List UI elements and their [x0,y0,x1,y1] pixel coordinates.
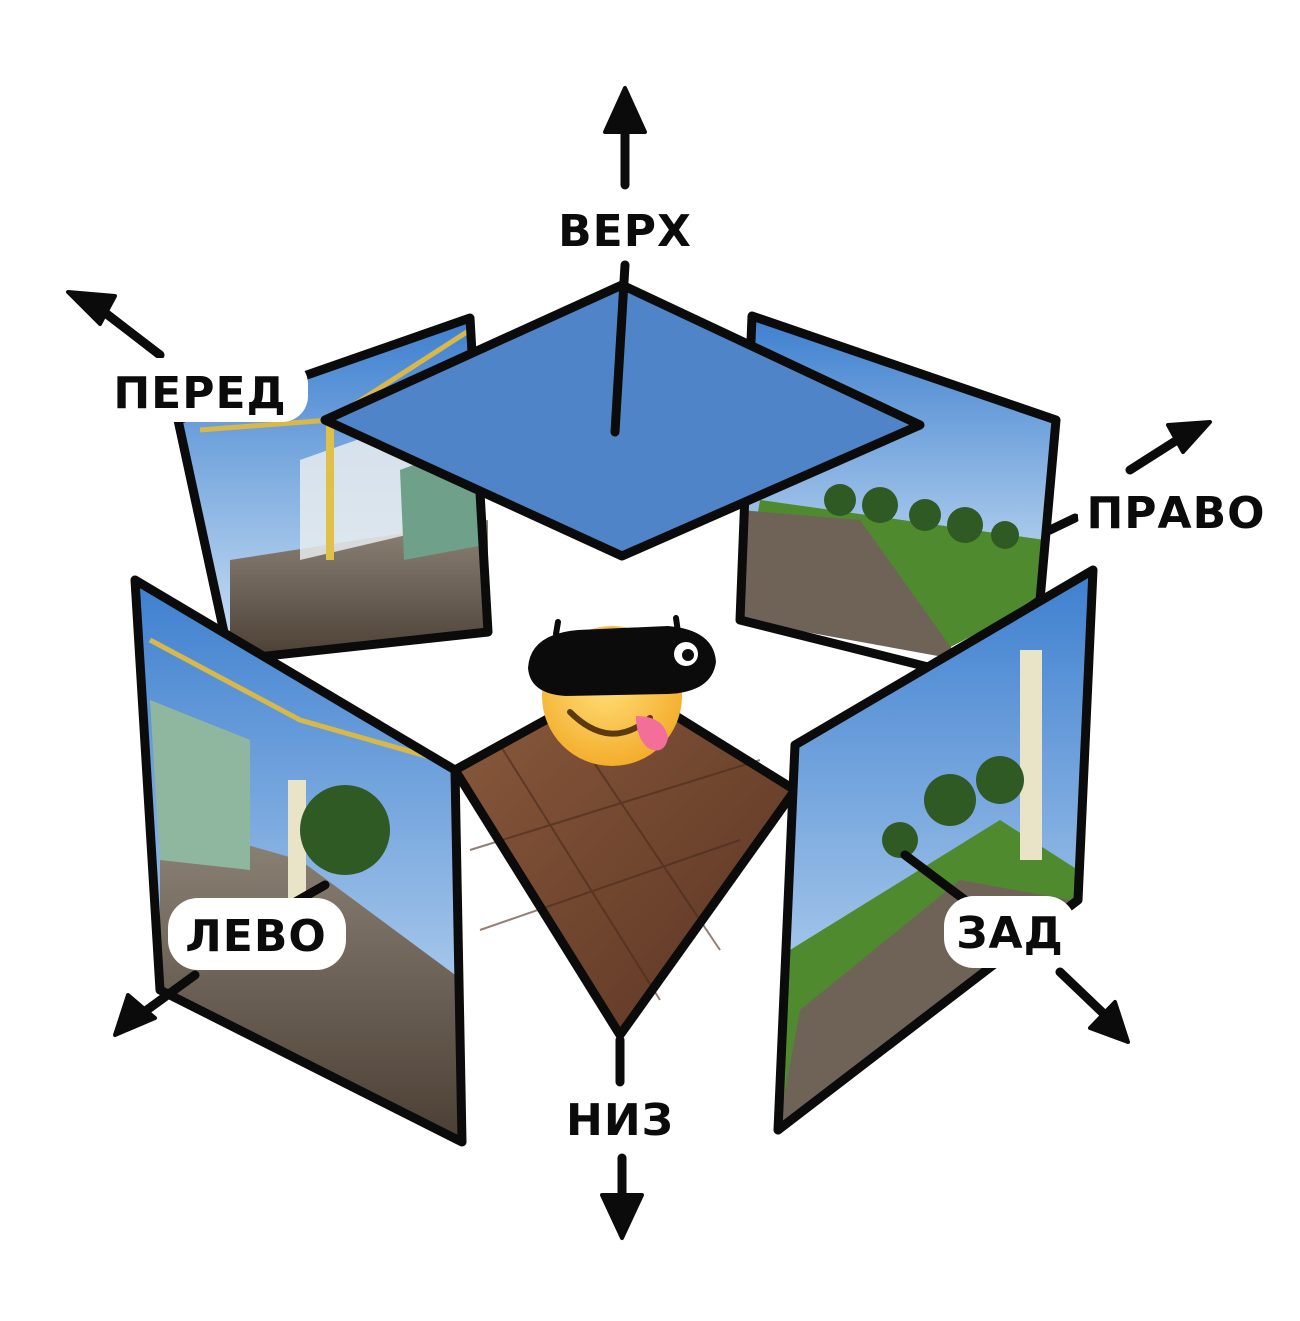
right-axis-line [1045,513,1080,535]
label-top: ВЕРХ [558,206,692,257]
up-axis-line [610,260,630,437]
avatar [528,615,716,766]
cap-icon [528,615,716,696]
label-right: ПРАВО [1086,488,1265,539]
down-arrowhead-icon [600,1193,644,1240]
label-back: ЗАД [956,908,1064,959]
label-bottom-group: НИЗ [556,1090,682,1150]
right-arrowhead-icon [1166,420,1212,454]
back-arrowhead-icon [1088,1000,1130,1044]
label-front-group: ПЕРЕД [98,358,308,422]
left-face-panel [130,575,467,1147]
label-bottom: НИЗ [566,1095,674,1146]
label-front: ПЕРЕД [113,368,286,419]
label-left-group: ЛЕВО [168,898,346,970]
tongue-icon [636,716,668,751]
label-right-group: ПРАВО [1078,478,1278,542]
back-arrow-shaft [1055,967,1110,1020]
label-top-group: ВЕРХ [545,196,705,260]
left-arrowhead-icon [113,993,157,1037]
front-arrowhead-icon [66,290,117,326]
label-left: ЛЕВО [185,911,327,962]
label-back-group: ЗАД [944,896,1076,968]
left-arrow-shaft [135,970,200,1020]
up-arrowhead-icon [603,86,647,134]
back-axis-line [900,850,970,905]
top-face-panel [320,280,925,561]
axis-arrows [66,86,1212,1240]
